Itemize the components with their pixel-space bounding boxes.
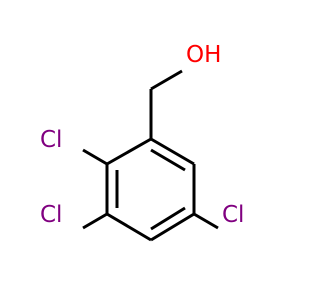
chlorine-label-para: Cl <box>222 202 244 228</box>
background <box>0 0 300 300</box>
ring-bond-c6-c1 <box>150 137 195 166</box>
ring-bond-c4-c5 <box>150 212 195 242</box>
chemical-structure: OH Cl Cl Cl <box>0 0 300 300</box>
bond-c3-cl <box>82 212 108 230</box>
bond-ch2-o <box>150 69 183 91</box>
bond-c2-cl <box>82 148 108 166</box>
ring-bond-c3-c4 <box>106 212 152 242</box>
double-bond-inner-c1-c6 <box>150 148 186 172</box>
hydroxyl-label: OH <box>186 42 221 68</box>
chlorine-label-ortho: Cl <box>40 127 62 153</box>
ring-bond-c1-c2 <box>106 137 152 166</box>
bond-c5-cl <box>193 212 219 230</box>
chlorine-label-meta: Cl <box>40 202 62 228</box>
double-bond-inner-c4-c5 <box>150 206 186 231</box>
